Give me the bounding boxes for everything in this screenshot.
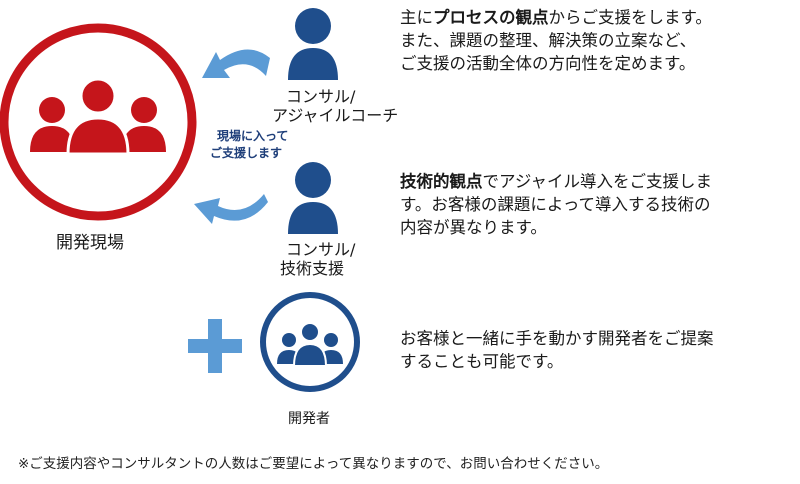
footnote: ※ご支援内容やコンサルタントの人数はご要望によって異なりますので、お問い合わせく…	[18, 456, 609, 472]
curved-arrow-icon	[202, 49, 270, 78]
developers-circle	[260, 292, 360, 392]
curved-arrow-icon	[194, 194, 268, 224]
developers-icon	[277, 322, 343, 367]
desc-tech-line2: す。お客様の課題によって導入する技術の	[400, 195, 711, 214]
consultant-process-icon	[288, 8, 338, 80]
arrow-caption-1: 現場に入って	[217, 129, 289, 143]
consultant-tech-label-1: コンサル/	[286, 240, 356, 259]
arrow-caption-2: ご支援します	[210, 146, 283, 160]
consultant-process-label-1: コンサル/	[286, 87, 356, 106]
desc-process-pre: 主に	[400, 8, 433, 27]
desc-process: 主にプロセスの観点からご支援をします。 また、課題の整理、解決策の立案など、 ご…	[400, 6, 790, 75]
developers-label: 開発者	[288, 411, 330, 427]
desc-dev-line1: お客様と一緒に手を動かす開発者をご提案	[400, 329, 714, 348]
desc-tech: 技術的観点でアジャイル導入をご支援しま す。お客様の課題によって導入する技術の …	[400, 170, 795, 239]
desc-process-post: からご支援をします。	[548, 8, 712, 27]
team-icon	[30, 77, 166, 156]
desc-dev: お客様と一緒に手を動かす開発者をご提案 することも可能です。	[400, 327, 795, 373]
consultant-process-label-2: アジャイルコーチ	[272, 106, 399, 125]
desc-tech-line3: 内容が異なります。	[400, 218, 547, 237]
desc-dev-line2: することも可能です。	[400, 352, 564, 371]
desc-process-bold: プロセスの観点	[433, 8, 549, 27]
team-label: 開発現場	[56, 233, 124, 253]
plus-icon	[188, 319, 242, 373]
consultant-tech-label-2: 技術支援	[280, 259, 345, 278]
consultant-tech-icon	[288, 162, 338, 234]
desc-tech-post: でアジャイル導入をご支援しま	[482, 172, 713, 191]
desc-process-line2: また、課題の整理、解決策の立案など、	[400, 31, 697, 50]
desc-process-line3: ご支援の活動全体の方向性を定めます。	[400, 54, 696, 73]
team-circle	[0, 23, 197, 221]
desc-tech-bold: 技術的観点	[400, 172, 483, 191]
